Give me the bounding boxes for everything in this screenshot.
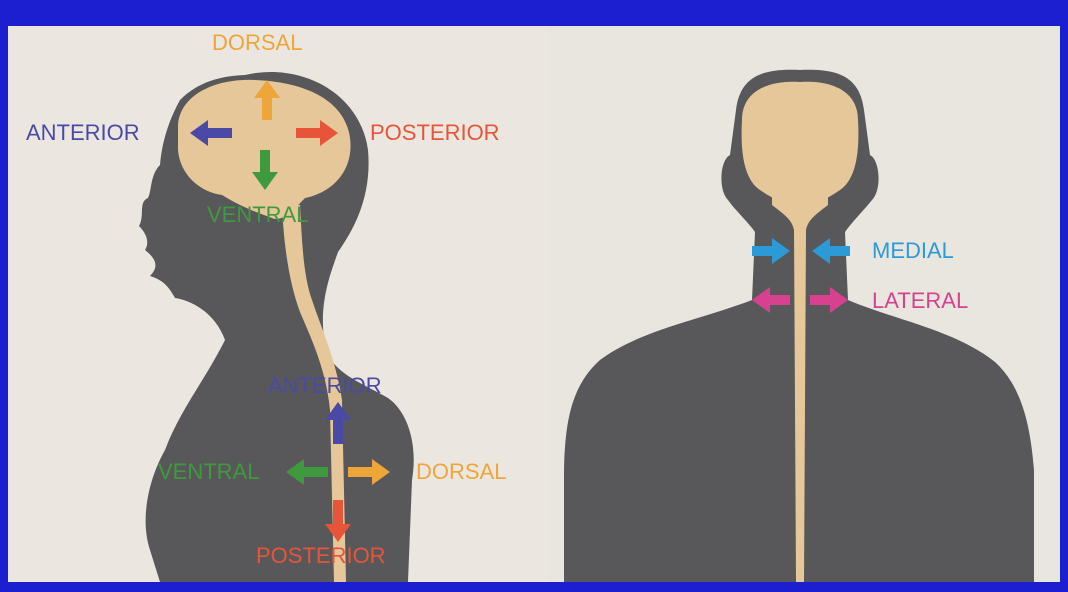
label-posterior-brain: POSTERIOR <box>370 122 500 144</box>
arrow-left-icon <box>190 120 232 146</box>
arrow-left-icon <box>812 238 850 264</box>
arrow-down-icon <box>325 500 351 542</box>
arrow-right-icon <box>296 120 338 146</box>
arrow-right-icon <box>348 459 390 485</box>
label-ventral-spine: VENTRAL <box>158 461 259 483</box>
arrow-up-icon <box>325 402 351 444</box>
label-dorsal-spine: DORSAL <box>416 461 506 483</box>
label-ventral-brain: VENTRAL <box>207 204 308 226</box>
label-posterior-spine: POSTERIOR <box>256 545 386 567</box>
arrow-down-icon <box>252 150 278 190</box>
arrow-right-icon <box>752 238 790 264</box>
arrow-right-icon <box>810 287 848 313</box>
label-medial: MEDIAL <box>872 240 954 262</box>
arrow-up-icon <box>254 80 280 120</box>
label-lateral: LATERAL <box>872 290 968 312</box>
arrow-left-icon <box>286 459 328 485</box>
label-dorsal-brain: DORSAL <box>212 32 302 54</box>
arrow-left-icon <box>752 287 790 313</box>
label-anterior-brain: ANTERIOR <box>26 122 140 144</box>
label-anterior-spine: ANTERIOR <box>268 375 382 397</box>
